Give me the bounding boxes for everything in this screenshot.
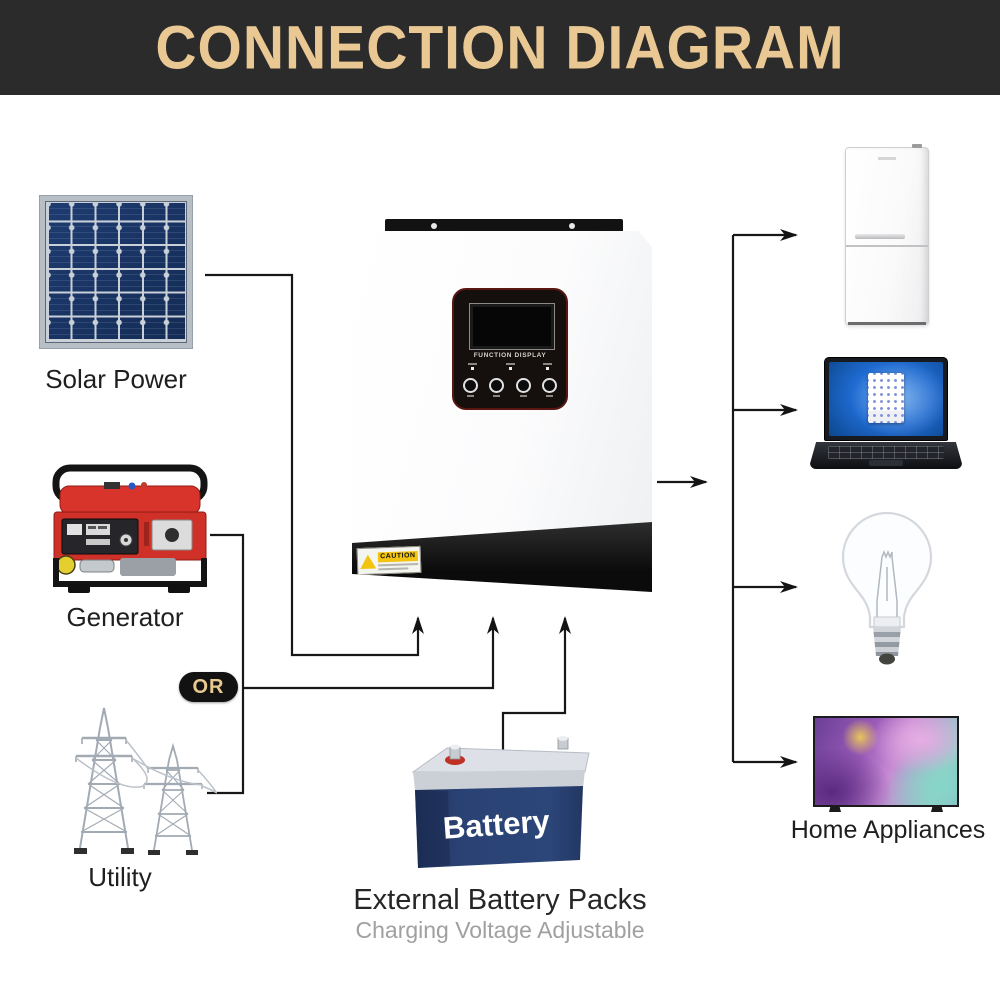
battery-caption-title: External Battery Packs (353, 884, 647, 916)
freezer-handle (855, 234, 905, 239)
refrigerator (845, 144, 929, 325)
bulb-screw-base (873, 627, 901, 656)
battery-terminal-negative (445, 744, 465, 765)
tv-foot-right (931, 805, 943, 812)
led-ac (468, 363, 477, 370)
laptop-base (810, 442, 962, 469)
button-esc (463, 378, 478, 397)
line-generator-utility (207, 533, 245, 795)
solar-power-label: Solar Power (45, 364, 187, 394)
line-battery-to-inverter (501, 616, 571, 753)
generator-recoil (56, 555, 76, 575)
led-charge (505, 363, 515, 370)
laptop-screen (824, 357, 948, 441)
battery-terminal-positive (557, 736, 569, 750)
line-or-to-inverter (243, 616, 499, 690)
tower-small (143, 742, 203, 851)
fridge-hinge (912, 144, 922, 148)
laptop (810, 357, 962, 469)
generator-engine (120, 558, 176, 576)
laptop-keyboard (828, 446, 944, 459)
or-badge-label: OR (192, 675, 225, 698)
tower-feet (74, 848, 198, 855)
windows-wallpaper (829, 362, 943, 436)
led-indicators (468, 363, 552, 370)
page-title: CONNECTION DIAGRAM (155, 12, 845, 83)
freezer-door (846, 148, 928, 247)
light-bulb (841, 511, 933, 665)
tv-foot-left (829, 805, 841, 812)
utility-label: Utility (88, 862, 152, 892)
battery: Battery (411, 736, 590, 868)
battery-label: Battery (442, 803, 552, 845)
header-banner: CONNECTION DIAGRAM (0, 0, 1000, 95)
lcd-screen (469, 303, 555, 350)
power-wires (75, 739, 217, 794)
bulb-collar (873, 616, 901, 628)
bracket-screw-hole (569, 223, 575, 229)
generator-base-frame (53, 558, 207, 587)
caution-label: CAUTION (380, 552, 416, 561)
battery-top-lip (413, 770, 585, 790)
battery-left-shade (415, 790, 450, 868)
bracket-screw-hole (431, 223, 437, 229)
wall-mount-bracket (385, 219, 623, 233)
solar-panel (40, 196, 192, 348)
generator-label: Generator (66, 602, 184, 632)
television (813, 716, 959, 812)
home-appliances-label: Home Appliances (790, 816, 986, 844)
fridge-base (848, 322, 926, 325)
button-up (489, 378, 505, 397)
button-down (515, 378, 531, 397)
bulb-filament (876, 549, 898, 627)
warning-triangle-icon (359, 553, 377, 569)
or-badge: OR (179, 672, 238, 702)
led-fault (543, 363, 552, 370)
inverter: CAUTION FUNCTION DISPLAY (352, 231, 652, 592)
generator-fuel-tank (59, 485, 201, 515)
battery-front-face (415, 786, 583, 868)
utility-towers (74, 707, 217, 855)
generator-muffler (79, 559, 115, 573)
line-solar-to-inverter (205, 273, 424, 657)
battery-top-face (411, 747, 590, 773)
laptop-touchpad (869, 460, 903, 466)
solar-cells-grid (47, 203, 185, 341)
bulb-contact-tip (879, 653, 895, 665)
start-menu (868, 373, 904, 423)
tower-large (75, 707, 133, 849)
display-title: FUNCTION DISPLAY (473, 352, 547, 359)
fridge-logo (878, 157, 896, 160)
generator (52, 464, 208, 593)
caution-sticker: CAUTION (356, 545, 422, 576)
caution-fine-print (378, 562, 419, 566)
button-enter (541, 378, 557, 397)
control-panel: FUNCTION DISPLAY (452, 288, 568, 410)
battery-caption-subtitle: Charging Voltage Adjustable (355, 917, 645, 943)
control-buttons (463, 378, 557, 397)
